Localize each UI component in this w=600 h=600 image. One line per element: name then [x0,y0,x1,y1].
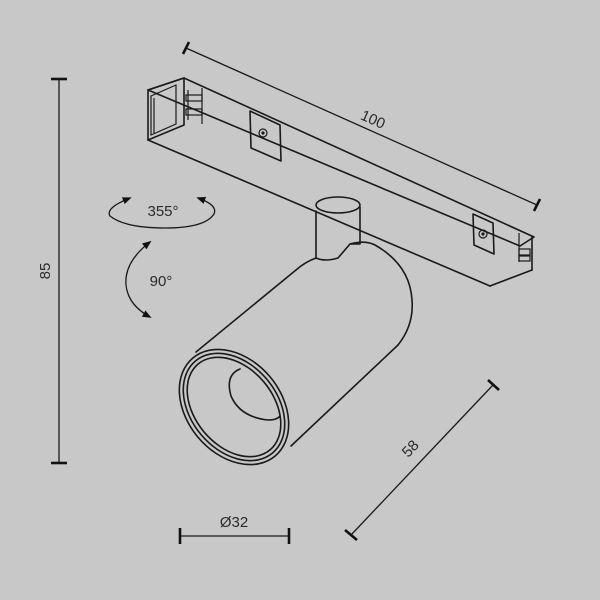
lamp-front-ring-outer [178,348,290,466]
track-tick-left [181,41,191,55]
track-tick-right [532,198,542,212]
lamp-back-cap [349,241,414,346]
lamp-length-tick-top [487,379,500,391]
lamp-length-label: 58 [399,437,423,461]
track-bottom-right-edge [489,269,533,287]
track-adapter [147,77,535,287]
lamp-body-bottom-edge [290,344,399,447]
lamp-stem [315,196,361,261]
track-bottom-edge [147,139,491,287]
stem-body [315,206,361,261]
vertical-rotation-label: 90° [150,273,173,290]
track-end-inner [150,84,177,136]
diameter-label: Ø32 [220,514,248,531]
horizontal-rotation-arrow-icon [108,196,216,229]
lamp-body [178,241,414,466]
stem-top [315,196,361,214]
screw-plate-left [249,110,282,162]
lamp-reflector [228,368,281,421]
screw-plate-right [472,213,495,255]
diameter-dimension: Ø32 [178,514,291,544]
horizontal-rotation-label: 355° [147,203,178,220]
height-label: 85 [37,263,54,280]
height-dimension: 85 [37,77,67,465]
vertical-rotation-indicator: 90° [125,240,173,318]
track-length-dimension-line [185,47,538,206]
lamp-body-top-edge [195,269,297,353]
lamp-length-dimension: 58 [344,379,500,541]
track-connector-tab-right [518,248,531,256]
lamp-length-tick-bottom [344,529,358,541]
screw-icon [258,128,268,138]
screw-icon [478,229,488,239]
lamp-length-dimension-line [350,384,494,536]
horizontal-rotation-indicator: 355° [108,196,216,229]
lamp-front-ring-mid [182,352,286,462]
track-end-face [147,77,185,141]
vertical-rotation-arrow-icon [125,240,152,318]
track-length-label: 100 [358,107,388,133]
lamp-front-ring-inner [186,356,282,458]
